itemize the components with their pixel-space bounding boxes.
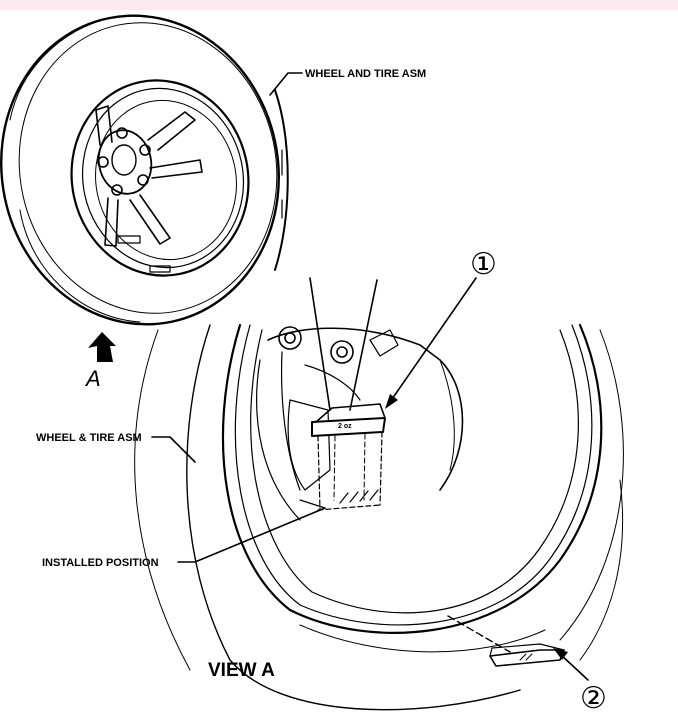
leader-wheel-tire-asm-left	[151, 436, 196, 463]
label-wheel-tire-asm-left: WHEEL & TIRE ASM	[36, 432, 142, 444]
leader-installed-position	[177, 507, 326, 563]
label-view-a: VIEW A	[208, 660, 275, 681]
label-view-letter-a: A	[84, 366, 101, 391]
svg-text:2 oz: 2 oz	[338, 423, 352, 430]
top-wheel-and-tire	[0, 14, 289, 326]
balance-weight-loose	[447, 615, 565, 667]
view-direction-arrow	[88, 332, 116, 362]
label-installed-position: INSTALLED POSITION	[42, 557, 159, 569]
leader-wheel-tire-asm-top	[269, 72, 303, 96]
callout-1-leader	[385, 277, 477, 409]
callout-2-leader	[553, 648, 589, 681]
callout-2-circle: ②	[580, 681, 607, 716]
label-wheel-and-tire-asm: WHEEL AND TIRE ASM	[305, 68, 426, 80]
balance-weight: 2 oz	[309, 277, 386, 511]
callout-1-circle: ①	[470, 247, 497, 282]
top-banner	[0, 0, 678, 10]
view-a-wheel-closeup	[134, 323, 624, 711]
